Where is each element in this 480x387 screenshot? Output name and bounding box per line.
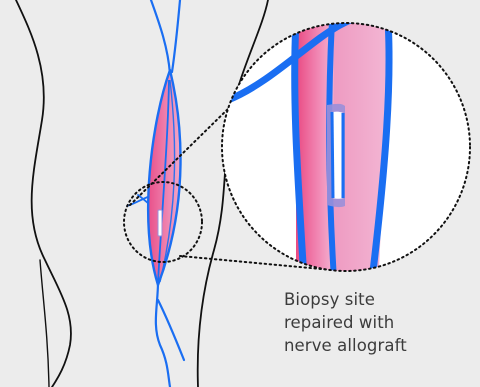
nerve-allograft-icon (327, 104, 345, 207)
small-graft-marker (158, 210, 162, 236)
caption-line-3: nerve allograft (284, 334, 480, 357)
caption: Biopsy site repaired with nerve allograf… (284, 288, 480, 357)
caption-line-2: repaired with (284, 311, 480, 334)
caption-line-1: Biopsy site (284, 288, 480, 311)
